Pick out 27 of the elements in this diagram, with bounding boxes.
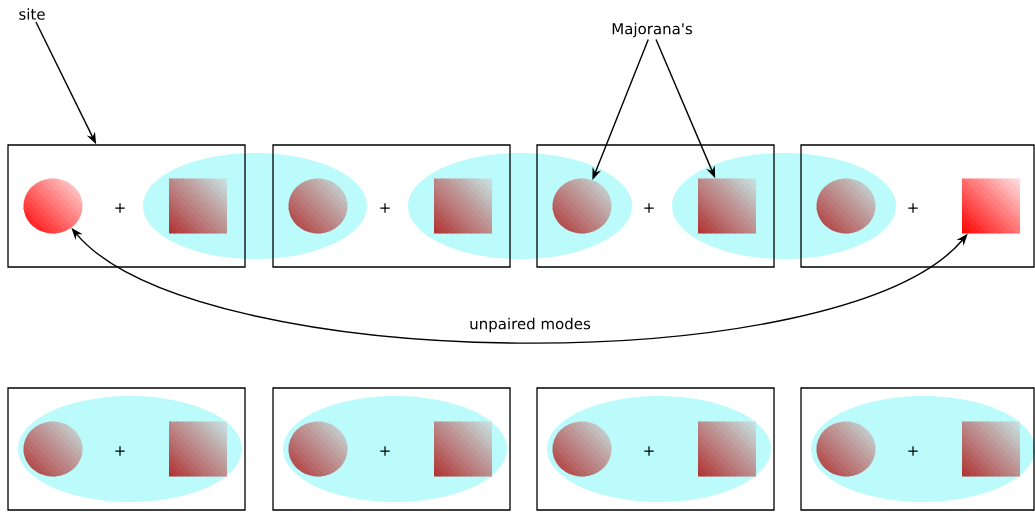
- site-box: [272, 387, 511, 511]
- majorana-square: [434, 178, 492, 234]
- majorana-circle: [816, 421, 876, 477]
- majorana-circle: [23, 421, 83, 477]
- edge-label: unpaired modes: [470, 317, 591, 333]
- majorana-square: [169, 178, 227, 234]
- majorana-square: [698, 178, 756, 234]
- majorana-circle: [288, 178, 348, 234]
- site-box: +: [7, 144, 246, 268]
- majorana-square: [169, 421, 227, 477]
- annotation-text: site: [19, 8, 45, 20]
- site-box: [536, 387, 775, 511]
- majorana-square: [962, 178, 1020, 234]
- majorana-square: [434, 421, 492, 477]
- site-box: [7, 387, 246, 511]
- majorana-circle: [552, 178, 612, 234]
- annotation-text: Majorana's: [612, 22, 692, 38]
- site-box: [800, 387, 1035, 511]
- majorana-circle: [552, 421, 612, 477]
- majorana-square: [962, 421, 1020, 477]
- majorana-circle: [23, 178, 83, 234]
- majorana-square: [698, 421, 756, 477]
- site-box: +: [536, 144, 775, 268]
- majorana-circle: [288, 421, 348, 477]
- majorana-circle: [816, 178, 876, 234]
- site-box: +: [272, 144, 511, 268]
- site-box: +: [800, 144, 1035, 268]
